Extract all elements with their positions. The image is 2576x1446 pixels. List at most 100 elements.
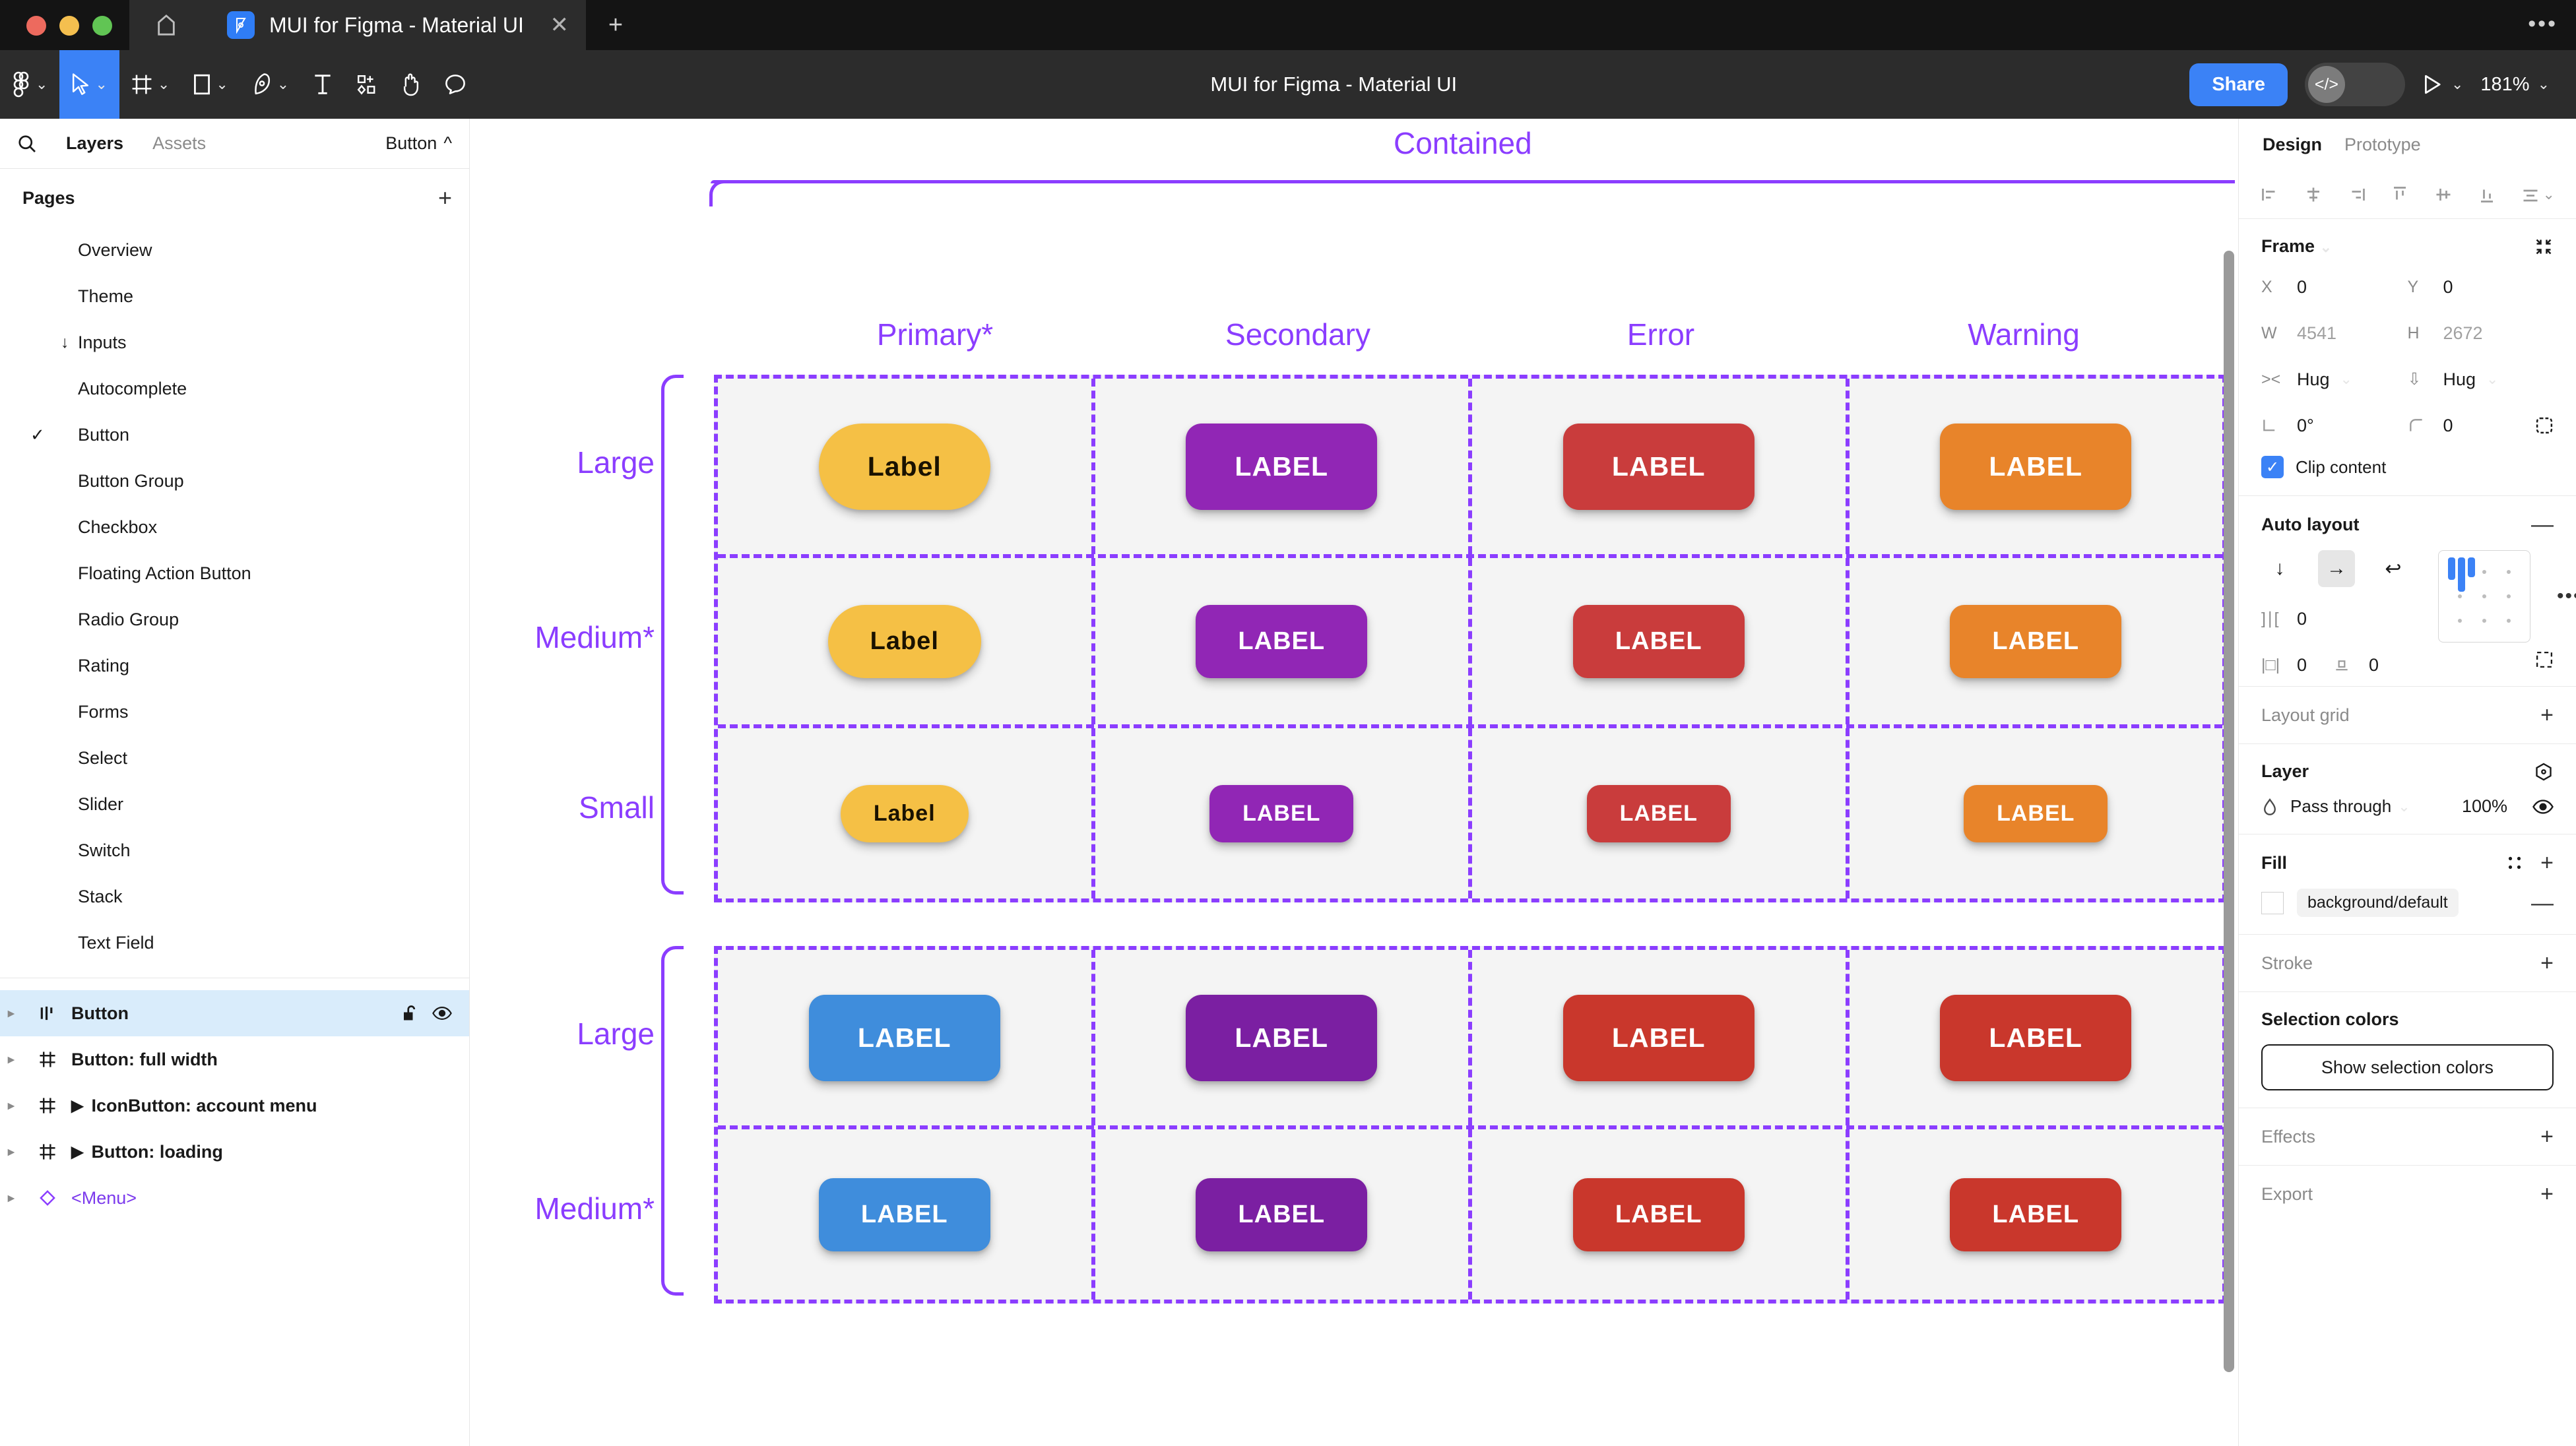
alignment-grid-picker[interactable] <box>2438 550 2530 643</box>
add-stroke-button[interactable]: + <box>2540 951 2554 976</box>
page-item[interactable]: Theme <box>0 273 469 319</box>
layer-visibility-icon[interactable] <box>2532 798 2554 816</box>
page-item[interactable]: Text Field <box>0 920 469 966</box>
mui-contained-button[interactable]: LABEL <box>818 1178 990 1251</box>
layer-row[interactable]: ▸<Menu> <box>0 1175 469 1221</box>
mui-contained-button[interactable]: LABEL <box>1940 994 2132 1081</box>
hand-tool-icon[interactable] <box>389 50 433 119</box>
layer-inner-expand-icon[interactable]: ▶ <box>71 1096 84 1115</box>
page-item[interactable]: Floating Action Button <box>0 550 469 596</box>
page-item[interactable]: Select <box>0 735 469 781</box>
layer-row[interactable]: ▸▶Button: loading <box>0 1129 469 1175</box>
height-field[interactable]: H 2672 <box>2408 317 2554 349</box>
clip-content-checkbox[interactable]: ✓ <box>2261 456 2284 478</box>
layer-expand-toggle-icon[interactable]: ▸ <box>8 1006 15 1021</box>
page-item[interactable]: ↓Inputs <box>0 319 469 365</box>
mui-contained-button[interactable]: LABEL <box>1562 423 1755 510</box>
component-breadcrumb[interactable]: Button ^ <box>385 133 452 154</box>
page-item[interactable]: Button Group <box>0 458 469 504</box>
frame-tool-icon[interactable]: ⌄ <box>119 50 181 119</box>
page-item[interactable]: Radio Group <box>0 596 469 643</box>
page-item[interactable]: ✓Button <box>0 412 469 458</box>
distribute-menu-icon[interactable]: ⌄ <box>2521 185 2555 204</box>
maximize-window-button[interactable] <box>92 16 112 36</box>
mui-contained-button[interactable]: Label <box>818 423 990 510</box>
layer-expand-toggle-icon[interactable]: ▸ <box>8 1145 15 1159</box>
width-field[interactable]: W 4541 <box>2261 317 2408 349</box>
figma-menu-icon[interactable]: ⌄ <box>0 50 59 119</box>
page-item[interactable]: Forms <box>0 689 469 735</box>
layer-expand-toggle-icon[interactable]: ▸ <box>8 1191 15 1205</box>
mui-contained-button[interactable]: LABEL <box>1196 1178 1368 1251</box>
page-item[interactable]: Stack <box>0 873 469 920</box>
move-tool-icon[interactable]: ⌄ <box>59 50 119 119</box>
layer-expand-toggle-icon[interactable]: ▸ <box>8 1052 15 1067</box>
remove-auto-layout-button[interactable]: — <box>2531 512 2554 537</box>
search-icon[interactable] <box>17 134 51 154</box>
zoom-control[interactable]: 181% ⌄ <box>2480 74 2550 96</box>
tab-prototype[interactable]: Prototype <box>2344 134 2421 154</box>
vertical-padding-field[interactable]: 0 <box>2333 649 2379 681</box>
add-page-button[interactable]: + <box>437 184 452 211</box>
present-button[interactable]: ⌄ <box>2422 74 2463 95</box>
direction-vertical-button[interactable]: ↓ <box>2274 557 2285 579</box>
page-item[interactable]: Slider <box>0 781 469 827</box>
close-window-button[interactable] <box>26 16 46 36</box>
mui-contained-button[interactable]: LABEL <box>1964 784 2108 842</box>
layer-inner-expand-icon[interactable]: ▶ <box>71 1143 84 1161</box>
pen-tool-icon[interactable]: ⌄ <box>240 50 301 119</box>
page-item[interactable]: Overview <box>0 227 469 273</box>
rotation-field[interactable]: 0° <box>2261 410 2408 441</box>
eye-icon[interactable] <box>432 1005 452 1022</box>
layer-opacity-value[interactable]: 100% <box>2461 796 2507 816</box>
new-tab-button[interactable]: + <box>608 11 624 39</box>
minimize-window-button[interactable] <box>59 16 79 36</box>
add-export-button[interactable]: + <box>2540 1181 2554 1207</box>
fill-color-swatch[interactable] <box>2261 891 2284 914</box>
layer-row[interactable]: ▸Button <box>0 990 469 1036</box>
page-item[interactable]: Checkbox <box>0 504 469 550</box>
clip-content-row[interactable]: ✓ Clip content <box>2261 456 2554 478</box>
x-position-field[interactable]: X 0 <box>2261 271 2408 303</box>
close-tab-icon[interactable]: ✕ <box>550 13 569 38</box>
mui-contained-button[interactable]: LABEL <box>1196 604 1368 678</box>
tab-assets[interactable]: Assets <box>152 133 207 153</box>
shape-tool-icon[interactable]: ⌄ <box>181 50 240 119</box>
fill-style-name[interactable]: background/default <box>2297 889 2459 917</box>
y-position-field[interactable]: Y 0 <box>2408 271 2554 303</box>
frame-title-label[interactable]: Contained <box>1394 126 1532 160</box>
layer-styles-icon[interactable] <box>2534 762 2554 782</box>
align-right-icon[interactable] <box>2347 185 2367 204</box>
share-button[interactable]: Share <box>2189 63 2288 106</box>
mui-contained-button[interactable]: Label <box>840 784 969 842</box>
browser-tab[interactable]: MUI for Figma - Material UI ✕ <box>203 0 586 50</box>
mui-contained-button[interactable]: LABEL <box>1562 994 1755 1081</box>
direction-wrap-button[interactable]: ↩ <box>2385 557 2402 580</box>
add-effect-button[interactable]: + <box>2540 1124 2554 1149</box>
align-vertical-center-icon[interactable] <box>2433 185 2453 204</box>
mui-contained-button[interactable]: LABEL <box>1940 423 2132 510</box>
align-horizontal-center-icon[interactable] <box>2303 185 2323 204</box>
horizontal-padding-field[interactable]: |□| 0 <box>2261 649 2307 681</box>
frame-section-title[interactable]: Frame ⌄ <box>2261 236 2332 257</box>
page-item[interactable]: Rating <box>0 643 469 689</box>
canvas-vertical-scrollbar[interactable] <box>2224 251 2234 1372</box>
mui-contained-button[interactable]: LABEL <box>1586 784 1731 842</box>
mui-contained-button[interactable]: LABEL <box>1186 423 1378 510</box>
align-bottom-icon[interactable] <box>2477 185 2497 204</box>
align-left-icon[interactable] <box>2260 185 2280 204</box>
gap-field[interactable]: ]∣[ 0 <box>2261 603 2412 635</box>
page-item[interactable]: Autocomplete <box>0 365 469 412</box>
dev-mode-toggle[interactable]: </> <box>2304 63 2405 106</box>
layer-row[interactable]: ▸Button: full width <box>0 1036 469 1083</box>
tab-design[interactable]: Design <box>2263 134 2323 154</box>
mui-contained-button[interactable]: Label <box>827 604 981 678</box>
fill-styles-icon[interactable] <box>2506 854 2523 871</box>
mui-contained-button[interactable]: LABEL <box>1572 1178 1745 1251</box>
corner-radius-field[interactable]: 0 <box>2408 410 2554 441</box>
resize-to-fit-icon[interactable] <box>2534 237 2554 257</box>
tab-layers[interactable]: Layers <box>66 133 124 153</box>
page-item[interactable]: Switch <box>0 827 469 873</box>
advanced-layout-icon[interactable] <box>2535 650 2554 669</box>
